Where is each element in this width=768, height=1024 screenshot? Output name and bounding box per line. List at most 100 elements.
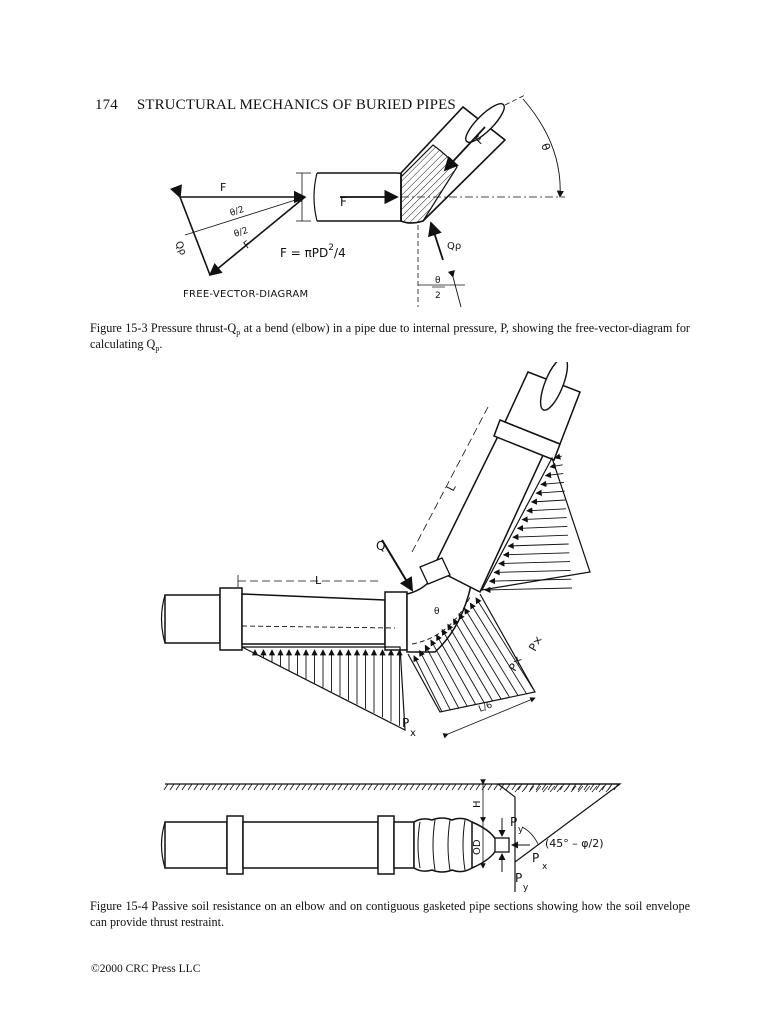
soil-element [494, 837, 510, 853]
pressure-arrow [554, 453, 563, 460]
figure-15-4-elbow-drawing: Q θ L L P× P× P x L/6 [160, 362, 591, 739]
pressure-arrow [511, 783, 517, 791]
pressure-arrow [391, 783, 397, 791]
pressure-arrow [457, 783, 463, 791]
pressure-arrow [223, 783, 229, 791]
pressure-arrow [441, 628, 485, 704]
vector-Qp [170, 184, 211, 276]
label-Py-top-y: y [518, 825, 524, 835]
caption-figure-15-3: Figure 15-3 Pressure thrust-Qp at a bend… [90, 321, 690, 353]
soil-wedge [497, 783, 622, 892]
pressure-arrow [439, 783, 445, 791]
label-Py-top-P: P [510, 815, 517, 829]
pressure-arrow [415, 783, 421, 791]
pressure-arrow [521, 516, 567, 523]
gasket-bell-1 [219, 587, 243, 651]
pressure-arrow [277, 783, 283, 791]
running-title: STRUCTURAL MECHANICS OF BURIED PIPES [136, 97, 456, 113]
bisector-line [184, 196, 306, 236]
label-angle: (45° – φ/2) [545, 837, 604, 850]
pressure-arrow [463, 783, 469, 791]
label-theta: θ [434, 607, 440, 617]
label-Qp-left: Qρ [172, 240, 188, 258]
pressure-arrow [541, 783, 547, 791]
pressure-arrow [493, 569, 571, 576]
pressure-arrow [301, 783, 307, 791]
pressure-arrow [563, 785, 570, 793]
pressure-arrow [325, 783, 331, 791]
label-Px-bottom-x: x [410, 728, 416, 739]
pressure-arrow [430, 639, 468, 707]
pressure-arrow [355, 783, 361, 791]
gasket-bell-2 [384, 591, 408, 651]
label-F-diag: F [242, 239, 254, 251]
figure-15-3-drawing: F θ/2 θ/2 F Qρ FREE-VECTOR-DIAGRAM F = π… [170, 94, 565, 308]
pressure-arrow [421, 783, 427, 791]
pressure-arrow [605, 785, 612, 793]
pressure-arrow [289, 783, 295, 791]
pressure-arrow [488, 577, 572, 585]
label-theta-half-num: θ [435, 276, 441, 286]
label-Px-small-P: P [532, 851, 539, 865]
pressure-arrow [512, 533, 569, 541]
pressure-arrow [601, 783, 607, 791]
pressure-arrow [436, 634, 477, 705]
pressure-arrow [361, 783, 367, 791]
pressure-arrow [199, 783, 205, 791]
formula: F = πPD2/4 [280, 243, 346, 260]
pressure-arrow [343, 783, 349, 791]
pressure-arrow [507, 542, 569, 549]
pressure-arrow [589, 783, 595, 791]
pressure-arrow [521, 785, 528, 793]
pressure-arrow [193, 783, 199, 791]
pressure-arrow [175, 783, 181, 791]
pressure-arrow [295, 783, 301, 791]
pressure-arrow [409, 783, 415, 791]
pressure-arrow [549, 785, 556, 793]
pressure-arrow [577, 785, 584, 793]
pressure-arrow [187, 783, 193, 791]
pressure-arrow [535, 489, 565, 496]
pressure-arrow [413, 655, 443, 713]
pressure-arrow [464, 607, 519, 696]
dim-L-diagonal [411, 406, 489, 553]
pressure-arrow [542, 785, 549, 793]
theta-arc [522, 98, 564, 198]
pressure-arrow [553, 783, 559, 791]
label-Qp-pipe: Qρ [447, 241, 461, 252]
pressure-arrow [498, 560, 571, 567]
pressure-arrow [211, 783, 217, 791]
label-half-theta-2: θ/2 [233, 226, 250, 240]
pressure-arrow [241, 783, 247, 791]
pressure-arrow [514, 785, 521, 793]
straight-pipe [160, 815, 499, 875]
pressure-arrow [469, 783, 475, 791]
pressure-arrow [535, 785, 542, 793]
vector-F-diag [208, 196, 306, 277]
pressure-arrow [253, 783, 259, 791]
pressure-arrow [530, 498, 566, 505]
pressure-arrow [595, 783, 601, 791]
label-L-over-6: L/6 [477, 700, 494, 715]
pressure-arrow [397, 783, 403, 791]
pressure-arrow [367, 783, 373, 791]
soil-pressure-wedge-right [480, 453, 591, 594]
label-half-theta-1: θ/2 [229, 205, 246, 219]
pressure-arrow [337, 783, 343, 791]
pressure-arrow [452, 618, 502, 700]
label-theta: θ [538, 142, 553, 153]
pressure-arrow [591, 785, 598, 793]
pressure-arrow [517, 783, 523, 791]
pressure-arrow [271, 783, 277, 791]
pressure-arrow [379, 783, 385, 791]
pressure-arrow [571, 783, 577, 791]
pressure-arrow [205, 783, 211, 791]
pressure-arrow [493, 783, 499, 791]
pressure-arrow [584, 785, 591, 793]
pressure-arrow [526, 507, 567, 514]
label-theta-half-den: 2 [435, 291, 441, 301]
pressure-arrow [502, 551, 570, 558]
label-Px-bottom-P: P [402, 716, 409, 730]
pressure-arrow [181, 783, 187, 791]
pressure-arrow [516, 525, 568, 532]
